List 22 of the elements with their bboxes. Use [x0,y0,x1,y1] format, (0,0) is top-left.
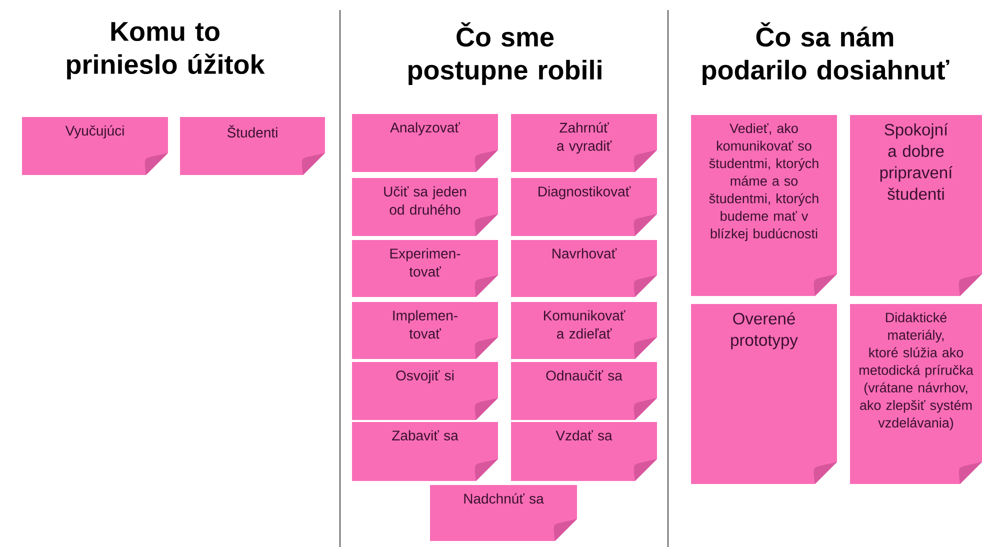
sticky-note: Overené prototypy [691,304,837,484]
sticky-note: Diagnostikovať [511,178,657,236]
sticky-note: Experimen- tovať [352,240,498,297]
sticky-note: Implemen- tovať [352,302,498,359]
sticky-note: Didaktické materiály, ktoré slúžia ako metodická príručka (vrátane návrhov, ako zlepšiť systém vzdelávania) [850,304,982,484]
sticky-note: Vedieť, ako komunikovať so študentmi, ktorých máme a so študentmi, ktorých budeme mať v blízkej budúcnosti [691,115,837,296]
column-heading: Čo sa nám podarilo dosiahnuť [702,22,950,85]
sticky-note: Komunikovať a zdieľať [511,302,657,359]
sticky-note: Zahrnúť a vyradiť [511,114,657,172]
sticky-note: Navrhovať [511,240,657,297]
sticky-note: Vzdať sa [511,422,657,481]
sticky-note: Vyučujúci [22,117,168,175]
sticky-note: Odnaučiť sa [511,362,657,420]
sticky-note: Učiť sa jeden od druhého [352,178,498,236]
sticky-note: Nadchnúť sa [430,485,577,541]
sticky-note: Spokojní a dobre pripravení študenti [850,115,982,296]
column-heading: Komu to prinieslo úžitok [67,22,265,80]
sticky-note: Osvojiť si [352,362,498,420]
sticky-note: Analyzovať [352,114,498,172]
sticky-note: Zabaviť sa [352,422,498,481]
sticky-note: Študenti [180,117,325,175]
column-heading: Čo sme postupne robili [408,22,602,85]
